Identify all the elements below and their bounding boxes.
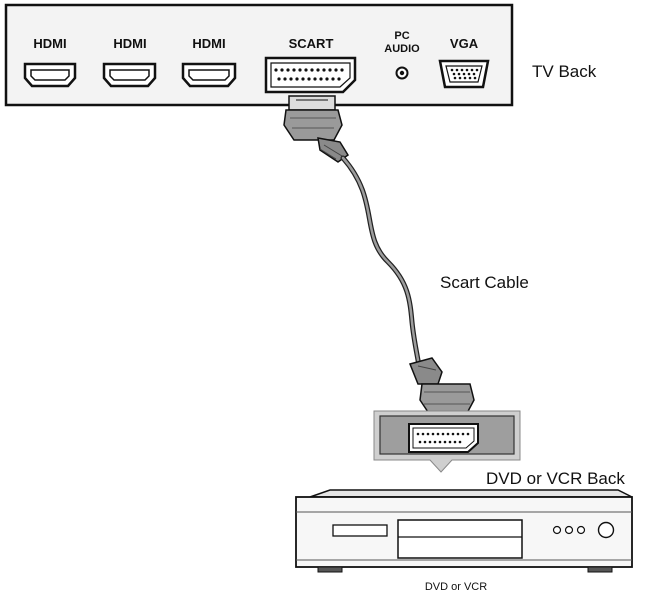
dvd-back-caption: DVD or VCR Back	[486, 469, 625, 488]
scart-plug-bottom	[408, 357, 475, 416]
tv-back-panel: HDMI HDMI HDMI SCART	[4, 3, 514, 107]
scart-port: SCART	[264, 36, 357, 94]
hdmi-port-2: HDMI	[102, 36, 157, 88]
dvd-back-callout	[373, 410, 521, 473]
scart-port-label: SCART	[289, 36, 334, 51]
hdmi-port-2-icon	[102, 62, 157, 88]
hdmi-port-3: HDMI	[181, 36, 237, 88]
hdmi-port-2-label: HDMI	[113, 36, 146, 51]
hdmi-port-1-icon	[23, 62, 77, 88]
hdmi-port-1-label: HDMI	[33, 36, 66, 51]
pc-audio-label-line1: PC	[394, 30, 409, 42]
tv-back-caption: TV Back	[532, 62, 597, 81]
hdmi-port-3-label: HDMI	[192, 36, 225, 51]
vga-port-label: VGA	[450, 36, 479, 51]
device-caption: DVD or VCR	[425, 581, 487, 593]
scart-plug-top	[283, 95, 350, 163]
hdmi-port-1: HDMI	[23, 36, 77, 88]
pc-audio-port: PC AUDIO	[384, 30, 420, 80]
scart-port-icon	[264, 56, 357, 94]
scart-cable	[283, 95, 475, 416]
dvd-vcr-device	[295, 489, 633, 573]
dvd-scart-socket	[408, 423, 479, 453]
pc-audio-label-line2: AUDIO	[384, 43, 420, 55]
hdmi-port-3-icon	[181, 62, 237, 88]
scart-cable-caption: Scart Cable	[440, 273, 529, 292]
vga-port: VGA	[438, 36, 490, 89]
